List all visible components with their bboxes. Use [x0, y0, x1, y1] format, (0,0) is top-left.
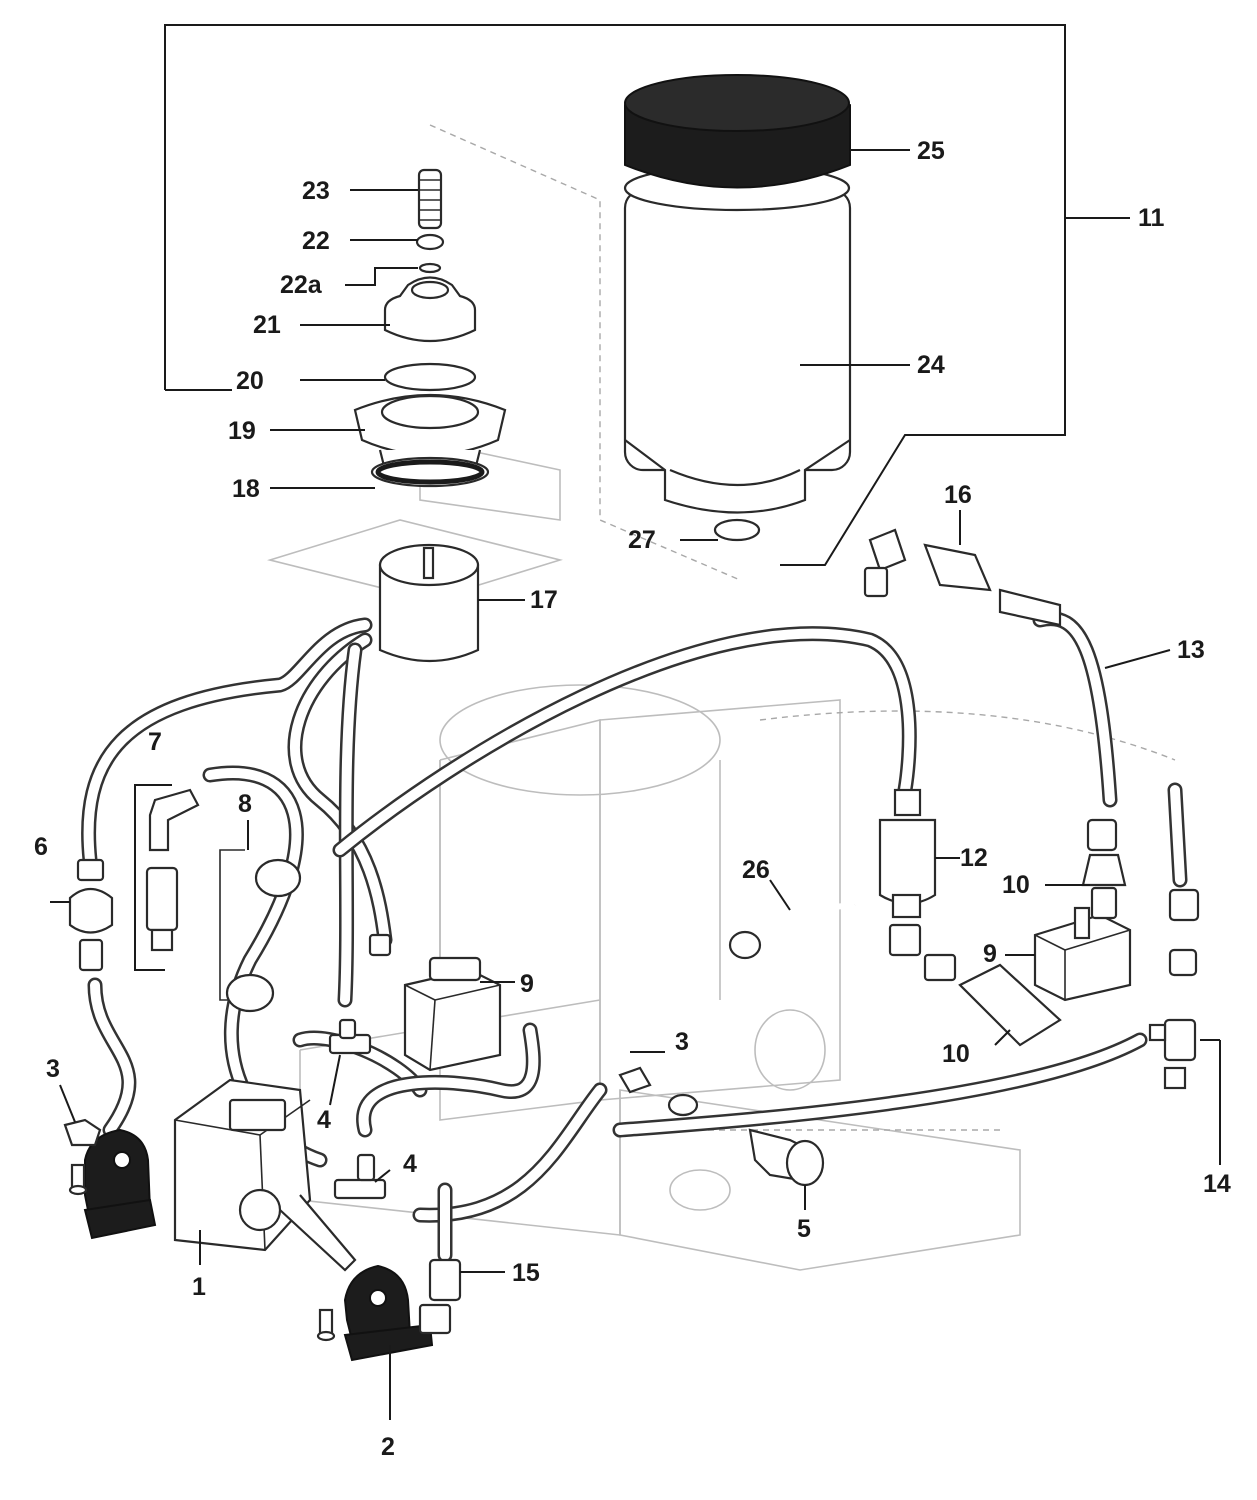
pump-assembly [173, 1078, 357, 1272]
callout-25: 25 [917, 137, 945, 165]
float-assembly [353, 168, 507, 488]
callout-labels: 1 2 3 3 4 4 5 6 7 8 9 9 10 10 11 12 13 1… [34, 137, 1231, 1461]
callout-19: 19 [228, 417, 256, 445]
callout-24: 24 [917, 351, 945, 379]
callout-2: 2 [381, 1433, 395, 1461]
callout-15: 15 [512, 1259, 540, 1287]
callout-1: 1 [192, 1273, 206, 1301]
callout-14: 14 [1203, 1170, 1231, 1198]
callout-8: 8 [238, 790, 252, 818]
callout-6: 6 [34, 833, 48, 861]
tank-lid [624, 74, 851, 189]
callout-4-upper: 4 [317, 1106, 331, 1134]
callout-5: 5 [797, 1215, 811, 1243]
callout-22: 22 [302, 227, 330, 255]
callout-10-right: 10 [1002, 871, 1030, 899]
water-tank [623, 164, 852, 542]
callout-9-right: 9 [983, 940, 997, 968]
callout-11: 11 [1138, 204, 1165, 232]
callout-20: 20 [236, 367, 264, 395]
callout-18: 18 [232, 475, 260, 503]
callout-22a: 22a [280, 271, 323, 299]
callout-26: 26 [742, 856, 770, 884]
callout-17: 17 [530, 586, 558, 614]
callout-23: 23 [302, 177, 330, 205]
callout-27: 27 [628, 526, 656, 554]
callout-3-left: 3 [46, 1055, 60, 1083]
callout-10-lower: 10 [942, 1040, 970, 1068]
callout-12: 12 [960, 844, 988, 872]
fittings [63, 528, 1200, 1335]
callout-16: 16 [944, 481, 972, 509]
bracket-left [68, 1128, 157, 1240]
callout-4-lower: 4 [403, 1150, 417, 1178]
hoses [81, 611, 1188, 1263]
callout-3-right: 3 [675, 1028, 689, 1056]
callout-21: 21 [253, 311, 281, 339]
leader-lines [50, 24, 1221, 1420]
part-17-housing [378, 543, 480, 663]
bracket-right [316, 1264, 434, 1362]
callout-13: 13 [1177, 636, 1205, 664]
callout-7: 7 [148, 728, 162, 756]
callout-9-left: 9 [520, 970, 534, 998]
